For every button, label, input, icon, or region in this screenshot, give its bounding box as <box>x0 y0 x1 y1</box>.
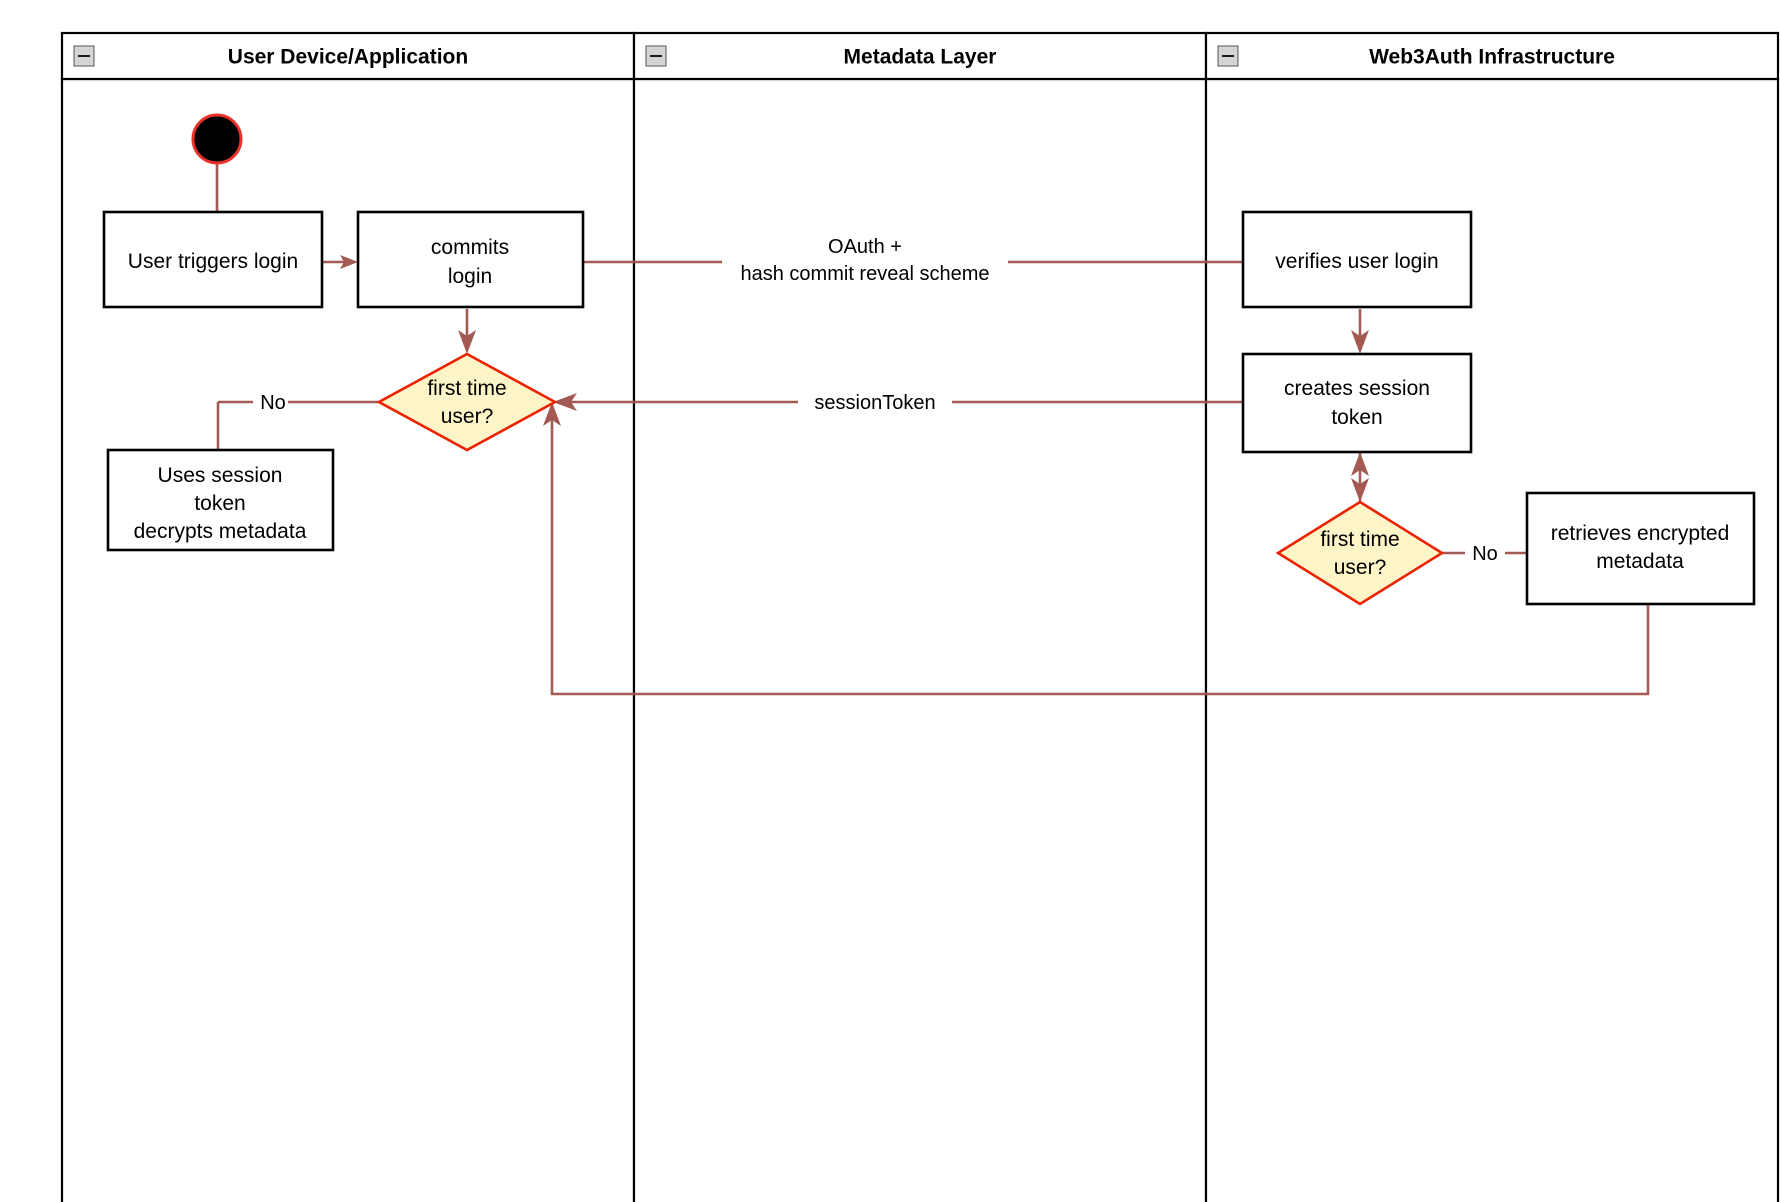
edge-return-loop <box>550 415 1650 696</box>
arrowhead-down-to-decision-right <box>1351 478 1369 502</box>
decision-label-right-line1: first time <box>1320 528 1399 551</box>
action-retrieves-encrypted-metadata[interactable]: retrieves encrypted metadata <box>1525 491 1756 606</box>
decision-first-time-user-left[interactable]: first time user? <box>376 352 558 452</box>
swimlane-title-web3auth: Web3Auth Infrastructure <box>1369 46 1615 69</box>
swimlane-title-metadata-layer: Metadata Layer <box>844 46 997 69</box>
decision-label-left-line1: first time <box>427 377 506 400</box>
action-label-retrieves-line2: metadata <box>1596 550 1684 573</box>
arrowhead-return-loop-to-decision-left <box>543 402 561 426</box>
swimlane-metadata-layer[interactable]: Metadata Layer <box>632 31 1208 1202</box>
arrowhead-to-commits <box>340 255 358 269</box>
action-label-retrieves-line1: retrieves encrypted <box>1551 522 1730 545</box>
swimlane-header-web3auth <box>1204 31 1780 81</box>
swimlane-body-metadata-layer <box>632 77 1208 1202</box>
arrowhead-to-decision-left <box>458 330 476 354</box>
edge-label-no-right: No <box>1472 543 1498 565</box>
action-label-uses-session-line1: Uses session <box>158 464 283 487</box>
initial-node[interactable] <box>191 113 243 165</box>
action-label-commits-login-line1: commits <box>431 236 509 259</box>
swimlane-web3auth[interactable]: Web3Auth Infrastructure <box>1204 31 1780 1202</box>
action-commits-login[interactable]: commits login <box>356 210 585 309</box>
action-label-user-triggers-login: User triggers login <box>128 250 298 273</box>
decision-first-time-user-right[interactable]: first time user? <box>1275 500 1445 606</box>
edge-label-oauth: OAuth + hash commit reveal scheme <box>741 236 990 285</box>
arrowhead-sessiontoken-to-decision-left <box>553 393 577 411</box>
action-label-uses-session-line2: token <box>194 492 245 515</box>
collapse-minus-icon[interactable] <box>1217 45 1239 67</box>
action-label-commits-login-line2: login <box>448 265 492 288</box>
edge-label-oauth-line1: OAuth + <box>828 236 902 258</box>
decision-label-left-line2: user? <box>441 405 494 428</box>
action-label-uses-session-line3: decrypts metadata <box>134 520 307 543</box>
arrowhead-up-to-creates <box>1351 452 1369 476</box>
decision-label-right-line2: user? <box>1334 556 1387 579</box>
swimlane-title-user-device: User Device/Application <box>228 46 468 69</box>
collapse-minus-icon[interactable] <box>73 45 95 67</box>
edge-label-no-left: No <box>260 392 286 414</box>
swimlane-user-device[interactable]: User Device/Application <box>60 31 636 1202</box>
swimlane-header-user-device <box>60 31 636 81</box>
edge-label-session-token: sessionToken <box>814 392 935 414</box>
action-label-creates-session-line1: creates session <box>1284 377 1430 400</box>
action-verifies-user-login[interactable]: verifies user login <box>1241 210 1473 309</box>
arrowhead-to-creates-session <box>1351 330 1369 354</box>
swimlane-header-metadata-layer <box>632 31 1208 81</box>
action-user-triggers-login[interactable]: User triggers login <box>102 210 324 309</box>
action-uses-session-token[interactable]: Uses session token decrypts metadata <box>106 448 335 552</box>
action-label-creates-session-line2: token <box>1331 406 1382 429</box>
collapse-minus-icon[interactable] <box>645 45 667 67</box>
edge-label-oauth-line2: hash commit reveal scheme <box>741 263 990 285</box>
action-creates-session-token[interactable]: creates session token <box>1241 352 1473 454</box>
action-label-verifies-user-login: verifies user login <box>1275 250 1438 273</box>
